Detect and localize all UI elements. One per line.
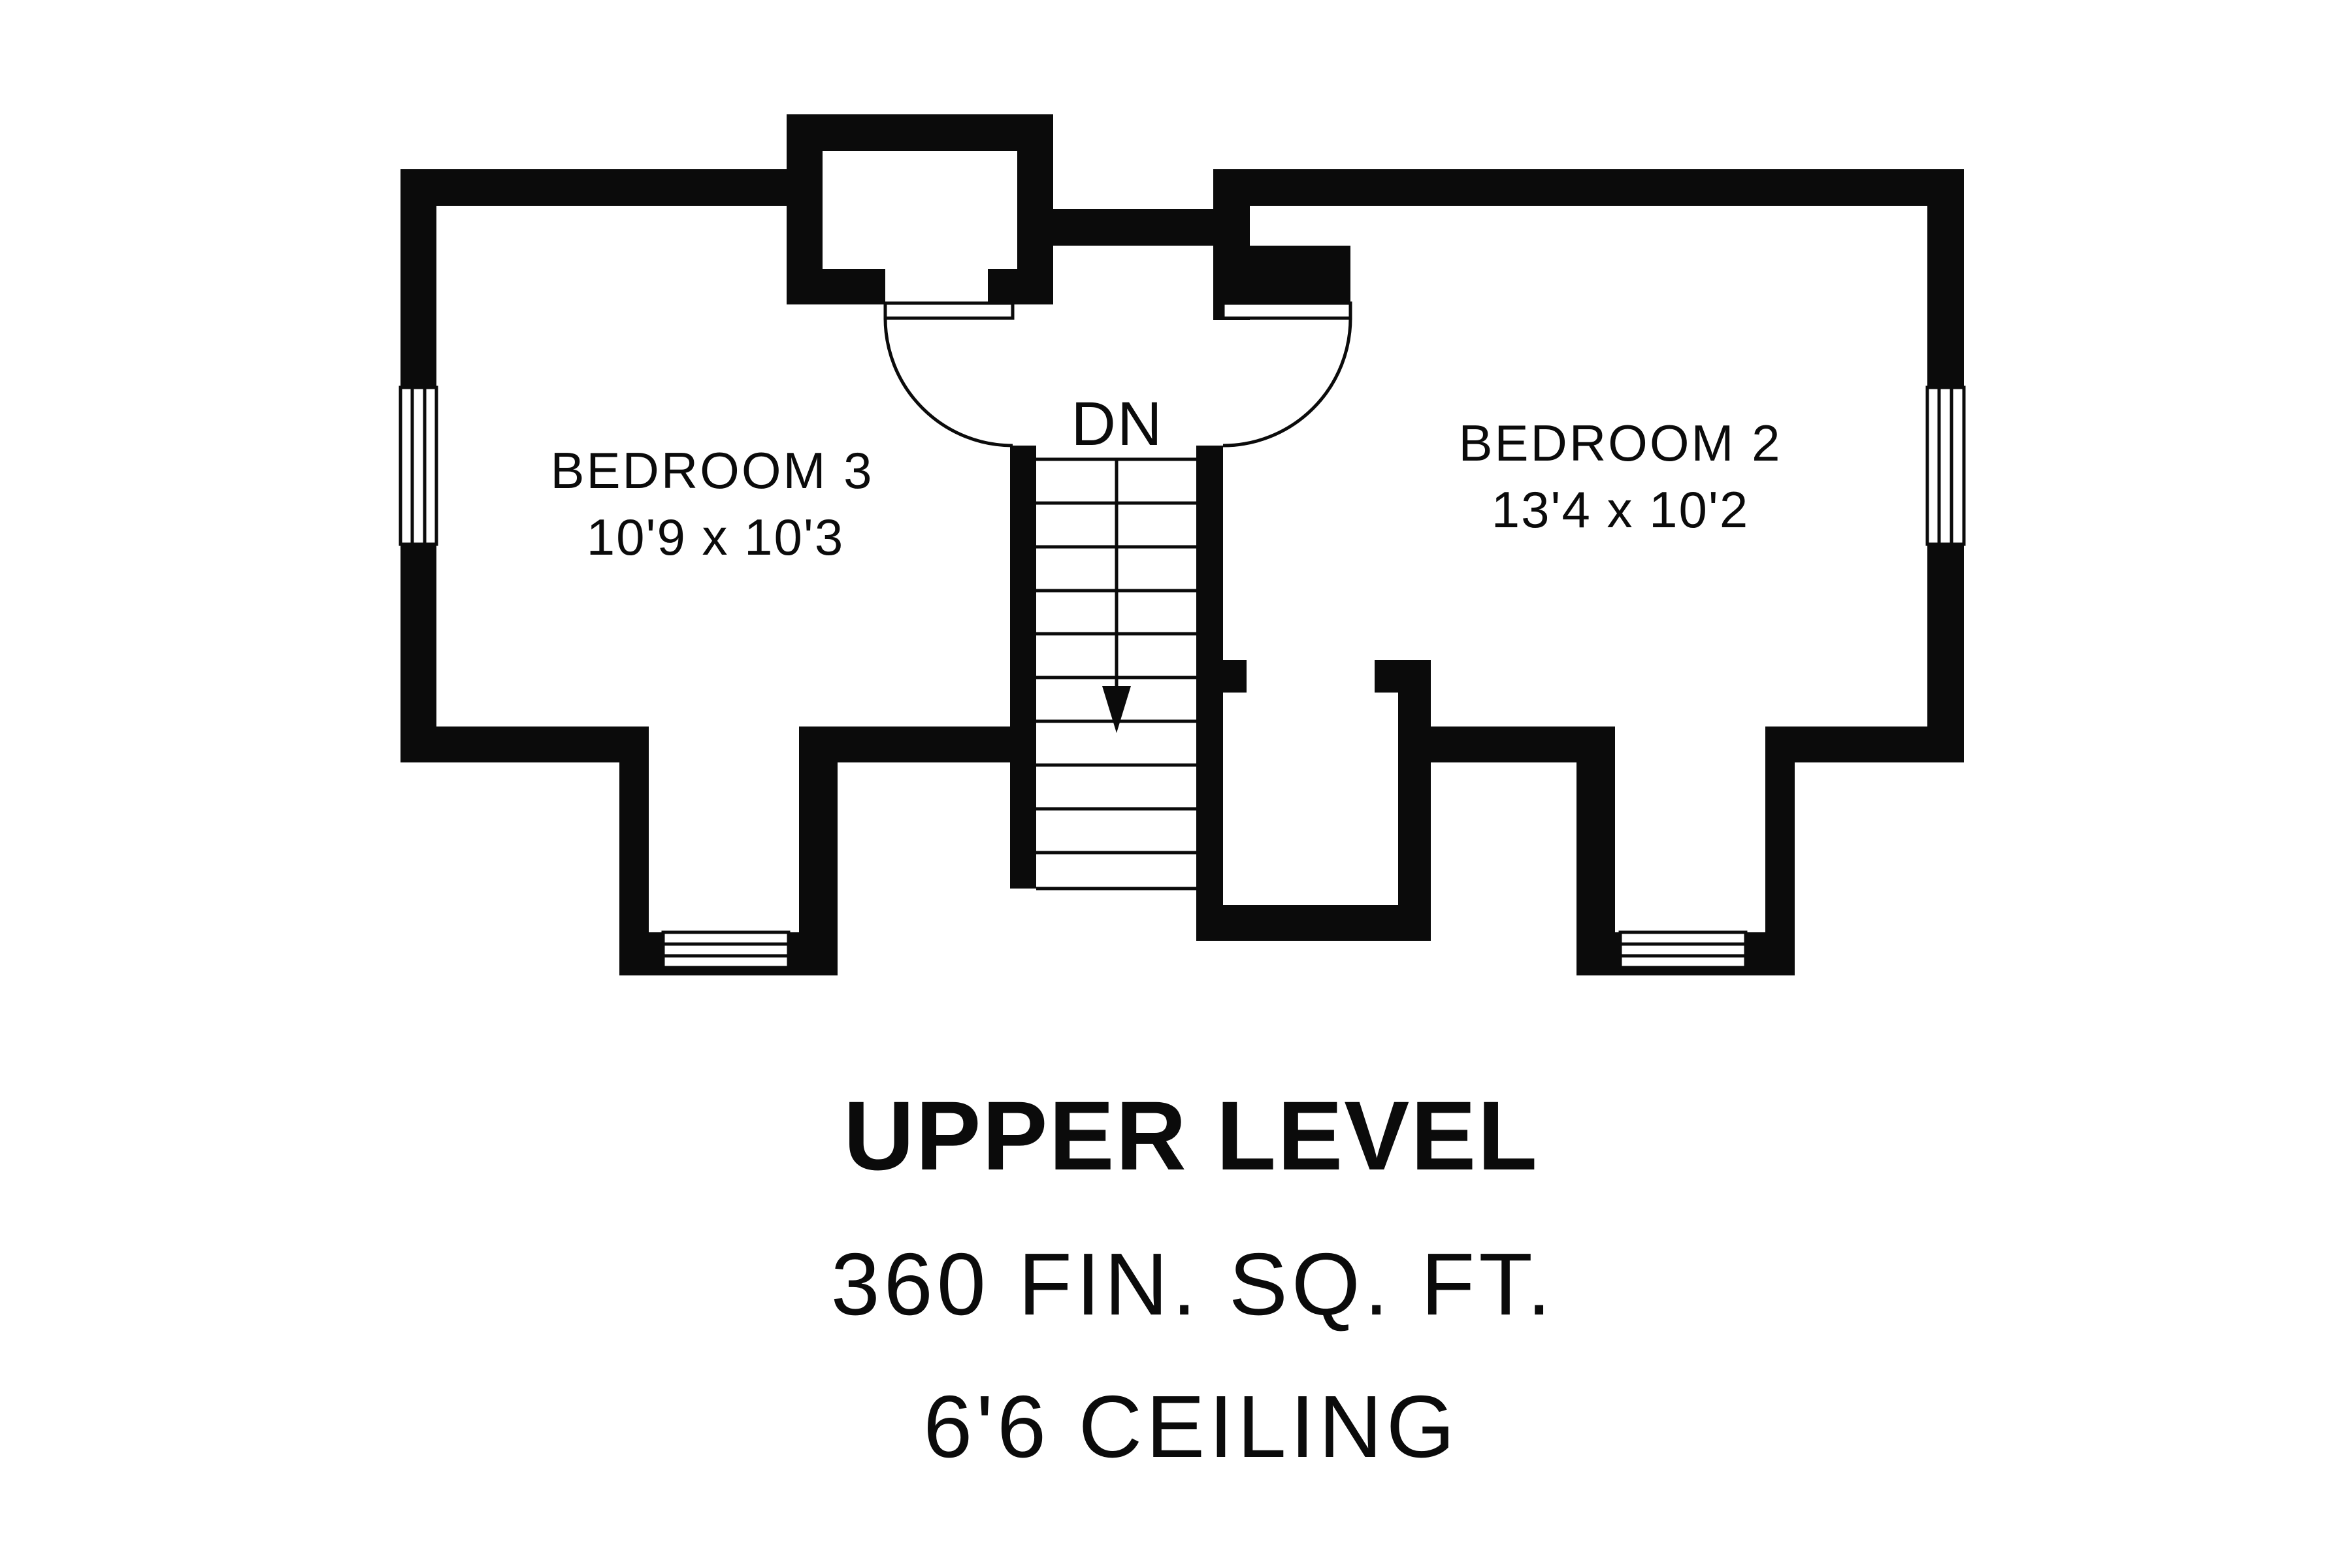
wall-stair-left: [1010, 446, 1036, 889]
wall-br2-right-lower: [1927, 544, 1964, 762]
wall-door2-header: [1213, 246, 1350, 304]
stairs-dn-label: DN: [1071, 389, 1163, 459]
staircase: [1036, 457, 1196, 890]
wall-br2-bottom-right: [1795, 727, 1964, 762]
wall-closet-top: [787, 114, 1053, 151]
wall-nook-stub-left: [1223, 660, 1247, 693]
walls: [400, 114, 1964, 975]
window-icon-bedroom2-bay: [1618, 930, 1748, 970]
wall-stair-right: [1196, 446, 1223, 941]
bedroom2-dimensions: 13'4 x 10'2: [1492, 481, 1749, 538]
windows: [399, 385, 1966, 970]
bedroom3-dimensions: 10'9 x 10'3: [587, 508, 844, 566]
doors: [883, 301, 1352, 448]
wall-br2-right-upper: [1927, 169, 1964, 387]
window-icon-bedroom3-left: [399, 385, 438, 546]
wall-br3-left-lower: [400, 544, 436, 762]
door-icon-left: [883, 301, 1015, 448]
wall-br3-bottom-right: [838, 727, 1036, 762]
door-icon-right: [1221, 301, 1352, 448]
caption-area: 360 FIN. SQ. FT.: [831, 1235, 1556, 1333]
wall-br3-top: [400, 169, 787, 206]
wall-closet-foot-right: [988, 269, 1053, 304]
door-arc-left: [883, 318, 1013, 448]
wall-nook-bottom: [1196, 905, 1431, 941]
caption-ceiling: 6'6 CEILING: [923, 1377, 1459, 1476]
bedroom2-label: BEDROOM 2: [1458, 414, 1782, 472]
bedroom3-label: BEDROOM 3: [550, 442, 874, 499]
wall-closet-foot-left: [787, 269, 885, 304]
wall-br3-bottom-left: [400, 727, 619, 762]
window-icon-bedroom2-right: [1925, 385, 1966, 546]
wall-nook-right: [1398, 660, 1431, 941]
caption-title: UPPER LEVEL: [843, 1081, 1539, 1190]
window-icon-bedroom3-bay: [661, 930, 791, 970]
wall-br2-top: [1213, 169, 1964, 206]
wall-br2-bottom-left: [1431, 727, 1576, 762]
wall-nook-stub-right: [1375, 660, 1398, 693]
down-arrow-icon: [1102, 686, 1131, 733]
door-arc-right: [1222, 318, 1352, 448]
wall-br3-left-upper: [400, 169, 436, 387]
